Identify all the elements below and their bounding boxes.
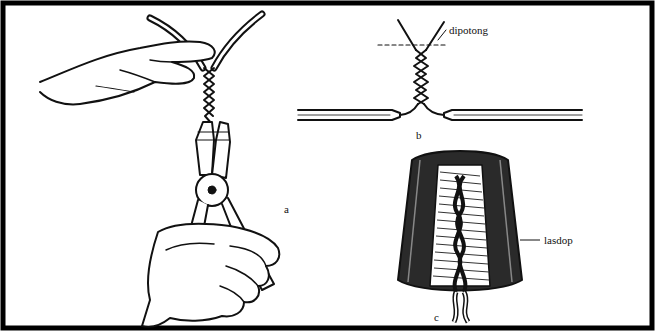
twisted-splice bbox=[298, 20, 582, 120]
pliers-twisting bbox=[40, 14, 279, 327]
part-label: lasdop bbox=[544, 235, 573, 246]
wire-nut bbox=[398, 151, 540, 322]
frame bbox=[3, 3, 652, 328]
callout-letter: c bbox=[434, 312, 439, 323]
callout-letter: b bbox=[416, 130, 422, 141]
callout-letter: a bbox=[284, 204, 289, 215]
part-label: dipotong bbox=[449, 25, 488, 36]
